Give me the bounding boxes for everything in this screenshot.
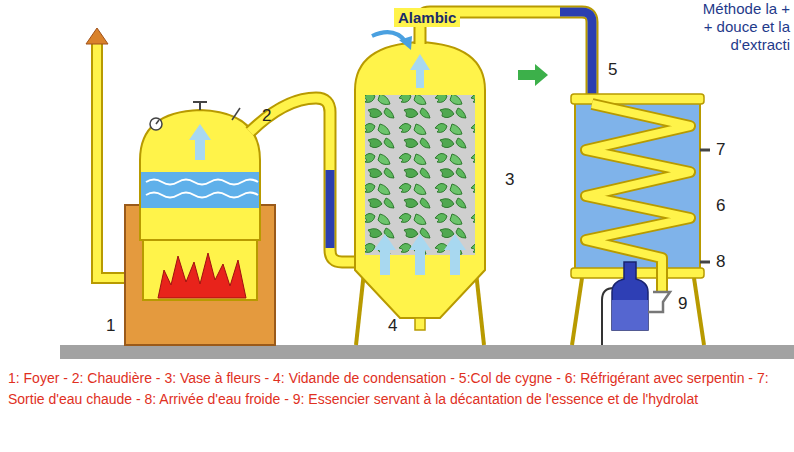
- ground: [60, 345, 794, 359]
- callout-number: 7: [716, 140, 725, 160]
- callout-number: 1: [106, 316, 115, 336]
- note-text: + douce et la: [704, 18, 790, 35]
- flow-arrow: [518, 64, 548, 86]
- callout-number: 2: [262, 106, 271, 126]
- boiler: [140, 102, 260, 240]
- callout-number: 9: [678, 294, 687, 314]
- condenser: [571, 94, 710, 345]
- steam-pipe: [250, 98, 357, 262]
- note-text: d'extracti: [730, 36, 790, 53]
- title-highlight: Alambic: [394, 8, 460, 27]
- chimney: [86, 28, 130, 278]
- flow-arrow: [399, 36, 412, 50]
- callout-number: 6: [716, 196, 725, 216]
- caption: 1: Foyer - 2: Chaudière - 3: Vase à fleu…: [8, 368, 786, 410]
- essencier: [602, 262, 670, 345]
- callout-number: 8: [716, 252, 725, 272]
- callout-number: 4: [388, 316, 397, 336]
- note-text: Méthode la +: [703, 0, 790, 17]
- callout-number: 5: [608, 60, 617, 80]
- flower-vessel: [355, 42, 485, 345]
- callout-number: 3: [505, 170, 514, 190]
